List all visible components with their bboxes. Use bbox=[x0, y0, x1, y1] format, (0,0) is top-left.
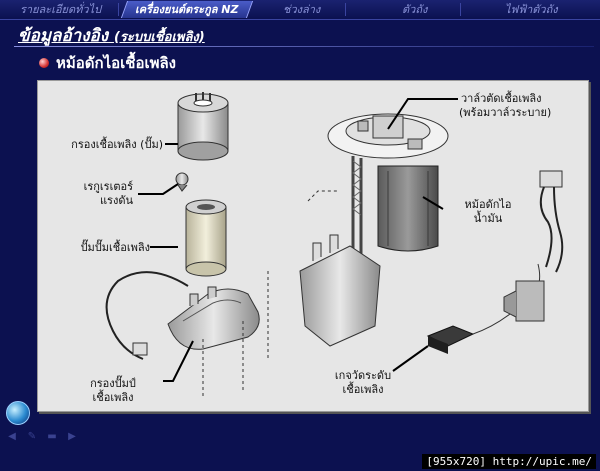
tab-nz-engine-label: เครื่องยนต์ตระกูล NZ bbox=[135, 3, 239, 16]
leader-lines bbox=[138, 98, 458, 382]
fuel-system-diagram: กรองเชื้อเพลิง (ปั๊ม) เรกูเรเตอร์ แรงดัน… bbox=[37, 80, 589, 412]
page-title-main: ข้อมูลอ้างอิง bbox=[18, 26, 109, 46]
label-pump-filter-line2: เชื้อเพลิง bbox=[92, 391, 134, 404]
top-navigation: รายละเอียดทั่วไป เครื่องยนต์ตระกูล NZ ช่… bbox=[0, 0, 600, 20]
label-pump-filter-line1: กรองปั๊มป์ bbox=[90, 377, 136, 390]
label-level-gauge-line1: เกจวัดระดับ bbox=[334, 369, 392, 382]
label-pressure-regulator-line1: เรกูเรเตอร์ bbox=[83, 180, 133, 193]
tab-separator bbox=[118, 3, 119, 16]
assembly-lines bbox=[202, 190, 338, 399]
diagram-drawing bbox=[105, 92, 564, 399]
label-fuel-filter-pump: กรองเชื้อเพลิง (ปั๊ม) bbox=[71, 138, 163, 151]
forward-arrow-icon[interactable]: ▶ bbox=[68, 431, 76, 442]
menu-icon[interactable]: ▬ bbox=[47, 431, 57, 442]
label-vapor-canister-line1: หม้อดักไอ bbox=[464, 198, 512, 211]
tab-separator bbox=[345, 3, 346, 16]
watermark: [955x720] http://upic.me/ bbox=[422, 454, 596, 469]
title-divider bbox=[14, 46, 594, 47]
tab-chassis[interactable]: ช่วงล่าง bbox=[283, 3, 321, 16]
tab-body-electrical[interactable]: ไฟฟ้าตัวถัง bbox=[505, 3, 558, 16]
back-arrow-icon[interactable]: ◀ bbox=[8, 431, 16, 442]
tab-separator bbox=[460, 3, 461, 16]
tab-body[interactable]: ตัวถัง bbox=[402, 3, 428, 16]
fuel-pump-part bbox=[185, 199, 227, 277]
globe-icon[interactable] bbox=[6, 401, 30, 425]
section-heading: หม้อดักไอเชื้อเพลิง bbox=[56, 54, 177, 72]
label-vapor-canister-line2: น้ำมัน bbox=[473, 212, 503, 225]
page-title: ข้อมูลอ้างอิง (ระบบเชื้อเพลิง) bbox=[18, 22, 205, 49]
label-level-gauge-line2: เชื้อเพลิง bbox=[342, 383, 384, 396]
pump-filter-part bbox=[105, 271, 260, 360]
label-fuel-pump: ปั๊มปั๊มเชื้อเพลิง bbox=[80, 241, 150, 254]
fuel-filter-pump-part bbox=[177, 92, 229, 161]
fuel-sender-assembly bbox=[299, 113, 449, 347]
pressure-regulator-part bbox=[175, 172, 189, 192]
label-cutoff-valve-line1: วาล์วตัดเชื้อเพลิง bbox=[461, 92, 542, 105]
tab-nz-engine[interactable]: เครื่องยนต์ตระกูล NZ bbox=[120, 1, 253, 18]
fuel-level-gauge-part bbox=[426, 263, 541, 354]
bullet-icon bbox=[39, 58, 49, 68]
pen-icon[interactable]: ✎ bbox=[27, 431, 37, 442]
tab-general-details[interactable]: รายละเอียดทั่วไป bbox=[20, 3, 102, 16]
wire-harness-part bbox=[503, 170, 564, 322]
page-title-sub: (ระบบเชื้อเพลิง) bbox=[113, 30, 205, 45]
label-pressure-regulator-line2: แรงดัน bbox=[99, 194, 133, 207]
label-cutoff-valve-line2: (พร้อมวาล์วระบาย) bbox=[459, 106, 552, 119]
